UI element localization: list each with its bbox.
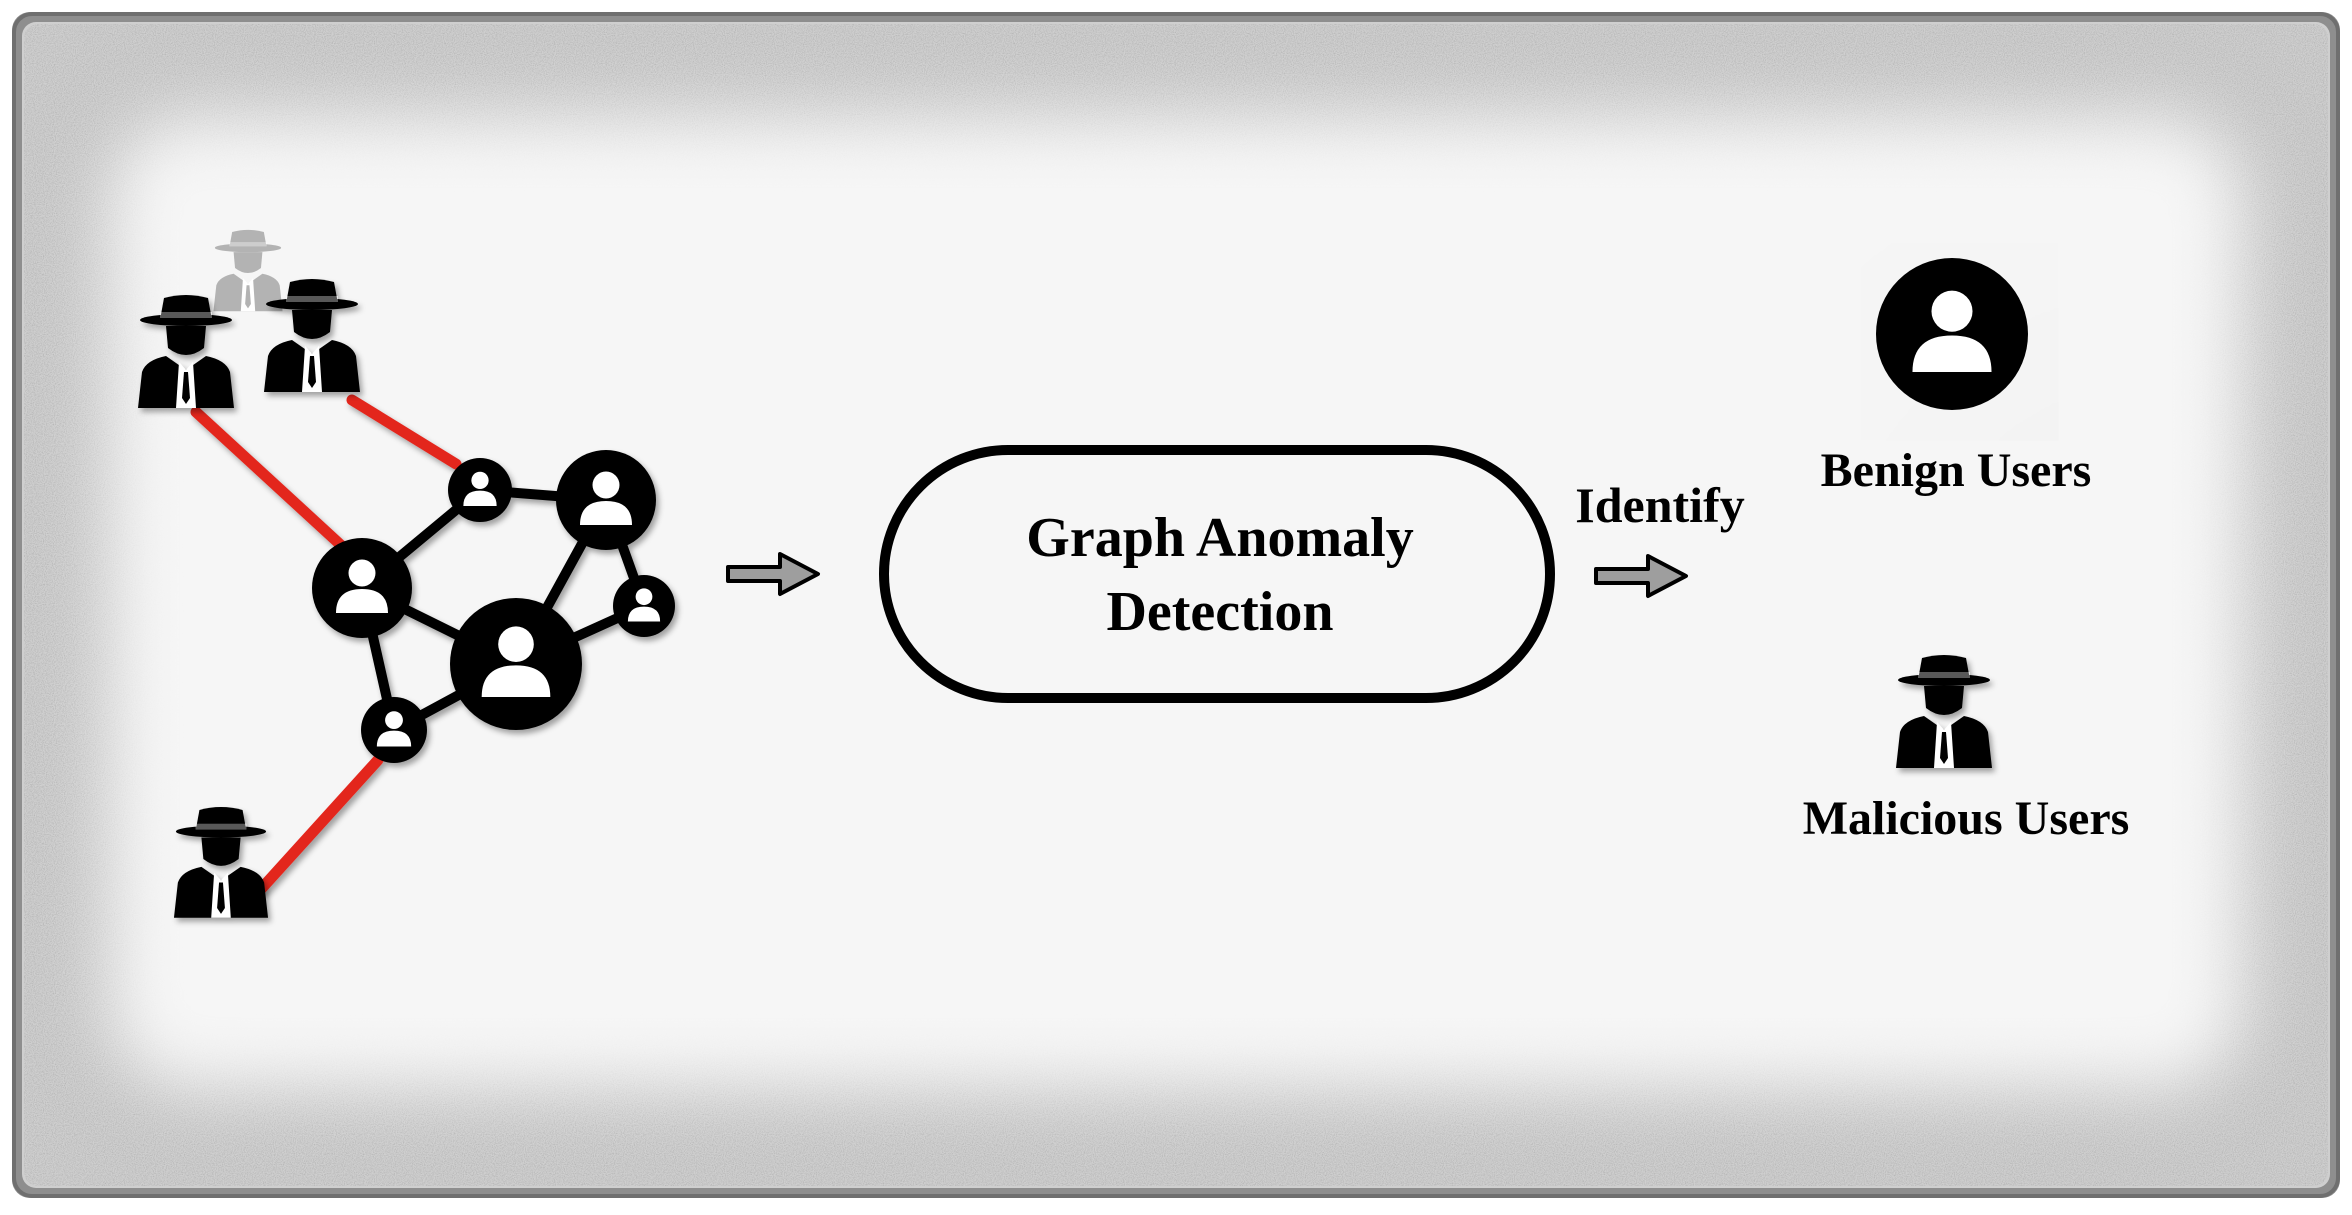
output-malicious: Malicious Users xyxy=(1803,655,2130,845)
user-node xyxy=(450,598,582,730)
process-box: Graph Anomaly Detection xyxy=(879,445,1555,703)
user-node xyxy=(361,697,427,763)
malicious-edges xyxy=(190,394,462,894)
benign-users-label: Benign Users xyxy=(1821,444,2092,497)
user-node xyxy=(448,458,512,522)
user-graph xyxy=(190,394,675,894)
malicious-edge xyxy=(346,394,462,470)
process-box-title-line1: Graph Anomaly xyxy=(1026,507,1413,569)
identify-label: Identify xyxy=(1575,477,1744,533)
user-node xyxy=(613,575,675,637)
user-node xyxy=(556,450,656,550)
malicious-users-label: Malicious Users xyxy=(1803,792,2130,845)
process-box-title-line2: Detection xyxy=(1106,581,1333,643)
output-benign: Benign Users xyxy=(1821,258,2092,497)
user-node xyxy=(312,538,412,638)
malicious-edge xyxy=(190,406,350,554)
user-circle-icon xyxy=(1876,258,2028,410)
malicious-edge xyxy=(256,754,384,894)
